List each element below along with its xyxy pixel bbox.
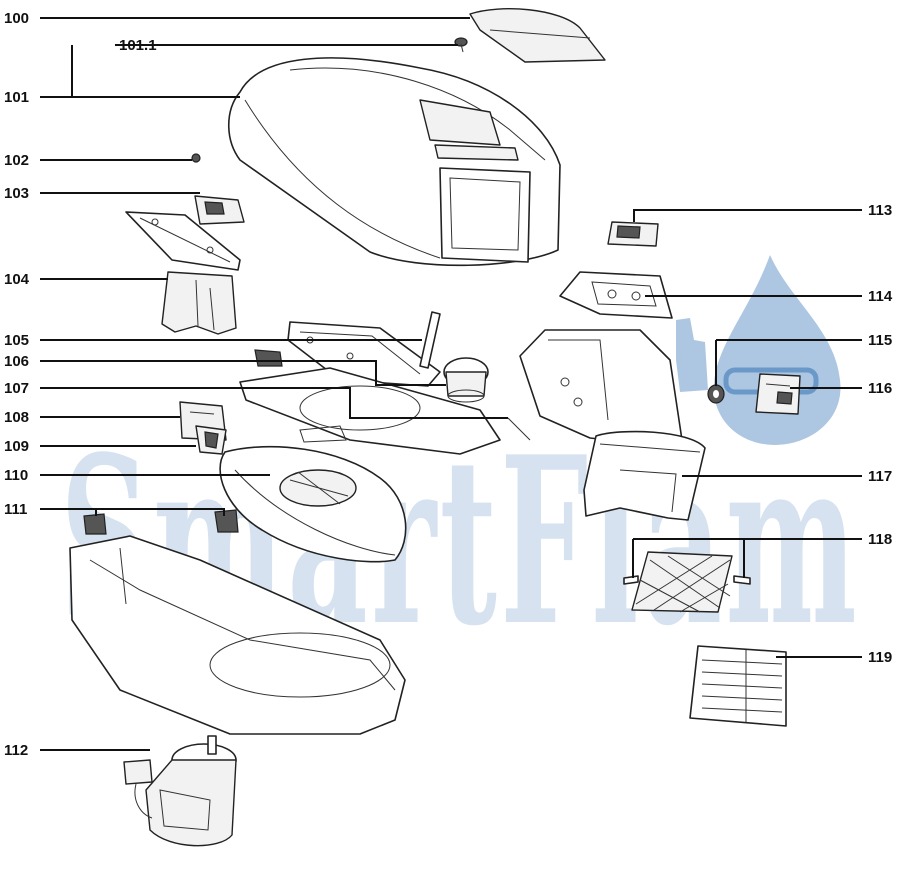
- callout-110: 110: [4, 467, 28, 484]
- part-112-fan-motor: [123, 735, 237, 847]
- part-100-cover-cap: [469, 8, 606, 63]
- watermark-flame-icon: [676, 318, 708, 392]
- callout-113: 113: [868, 202, 892, 219]
- callout-101-1: 101.1: [119, 37, 157, 54]
- callout-116: 116: [868, 380, 892, 397]
- part-lower-tray: [69, 535, 406, 735]
- callout-106: 106: [4, 353, 29, 370]
- callout-102: 102: [4, 152, 29, 169]
- part-103-bracket-switch: [125, 195, 245, 271]
- callout-115: 115: [868, 332, 892, 349]
- part-106-motor-assembly: [443, 357, 489, 403]
- callout-117: 117: [868, 468, 892, 485]
- part-102-knob: [191, 153, 201, 163]
- leader-lines: [40, 17, 862, 751]
- watermark-drop-logo: [676, 255, 841, 445]
- callout-105: 105: [4, 332, 29, 349]
- part-117-air-duct: [583, 430, 706, 521]
- part-119-outlet-grille: [689, 645, 787, 727]
- callout-100: 100: [4, 10, 29, 27]
- part-107-base-plate: [239, 349, 531, 455]
- callout-104: 104: [4, 271, 30, 288]
- part-115-grommet: [707, 384, 725, 404]
- callout-107: 107: [4, 380, 29, 397]
- callout-101: 101: [4, 89, 29, 106]
- watermark-drop-icon: [713, 255, 841, 445]
- part-118-filter-grid: [623, 551, 751, 613]
- part-108-109-connector-blocks: [179, 401, 227, 455]
- part-101-outer-housing: [228, 57, 561, 267]
- callout-119: 119: [868, 649, 892, 666]
- part-113-rocker-switch: [607, 221, 659, 247]
- callout-103: 103: [4, 185, 29, 202]
- callout-118: 118: [868, 531, 892, 548]
- callout-109: 109: [4, 438, 29, 455]
- callout-111: 111: [4, 501, 27, 518]
- callout-labels: 100 101.1 101 102 103 104 105 106 107 10…: [4, 10, 893, 759]
- part-116-terminal-switch: [755, 373, 801, 415]
- callout-108: 108: [4, 409, 29, 426]
- part-111-spring-clips: [83, 509, 239, 535]
- callout-114: 114: [868, 288, 893, 305]
- part-104-filter-block: [161, 271, 237, 335]
- callout-112: 112: [4, 742, 28, 759]
